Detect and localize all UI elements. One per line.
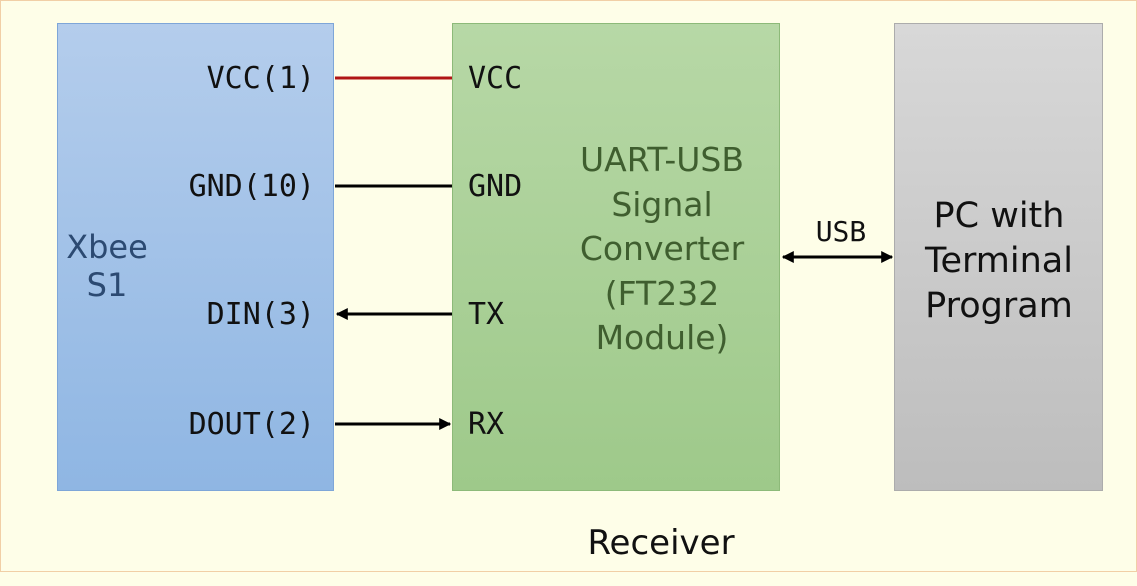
- ft232-pin-tx: TX: [468, 297, 505, 332]
- pc-title-line2: Terminal: [925, 240, 1073, 281]
- xbee-pin-vcc: VCC(1): [206, 61, 315, 96]
- ft232-pin-gnd: GND: [468, 169, 523, 204]
- ft232-title-line4: (FT232: [604, 273, 720, 313]
- xbee-title-line1: Xbee: [66, 228, 148, 266]
- xbee-module-block: [57, 23, 334, 491]
- pc-terminal-block: [894, 23, 1103, 491]
- pc-title-line3: Program: [925, 285, 1073, 326]
- uart-usb-converter-block: [452, 23, 780, 491]
- diagram-canvas: Xbee S1 VCC(1) GND(10) DIN(3) DOUT(2) VC…: [0, 0, 1137, 572]
- xbee-title-line2: S1: [86, 265, 128, 304]
- xbee-pin-gnd: GND(10): [188, 169, 315, 204]
- ft232-title-line3: Converter: [579, 229, 745, 269]
- usb-label: USB: [815, 215, 867, 248]
- wires-layer: [335, 76, 894, 430]
- ft232-pin-rx: RX: [468, 407, 505, 442]
- ft232-title-line5: Module): [595, 318, 729, 358]
- ft232-title: UART-USB Signal Converter (FT232 Module): [546, 138, 778, 361]
- xbee-pin-din: DIN(3): [206, 297, 315, 332]
- pc-title-line1: PC with: [933, 196, 1065, 236]
- xbee-pin-dout: DOUT(2): [188, 407, 315, 442]
- receiver-caption: Receiver: [587, 523, 735, 563]
- xbee-title: Xbee S1: [63, 228, 151, 305]
- pc-title: PC with Terminal Program: [899, 194, 1099, 328]
- ft232-pin-vcc: VCC: [468, 61, 523, 96]
- ft232-title-line1: UART-USB: [579, 140, 745, 179]
- ft232-title-line2: Signal: [611, 184, 713, 224]
